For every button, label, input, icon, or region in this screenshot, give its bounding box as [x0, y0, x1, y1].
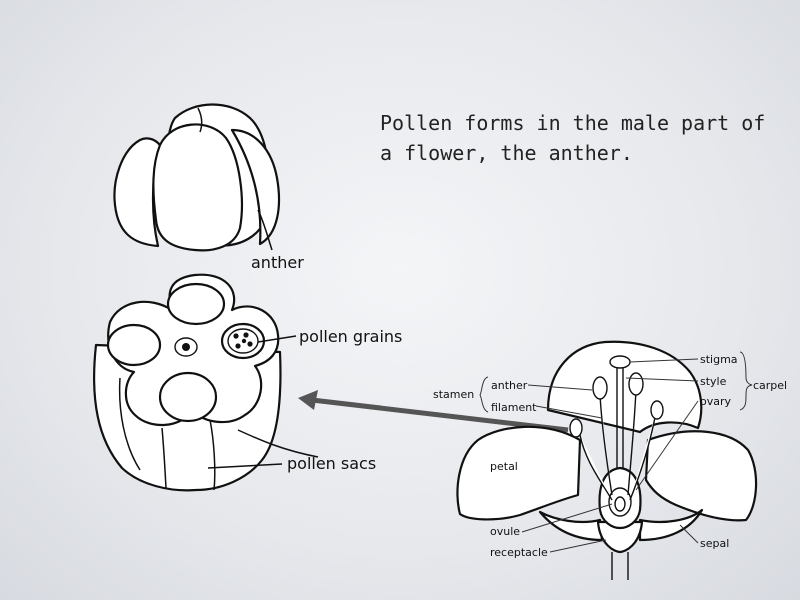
label-anther: anther [251, 253, 304, 272]
label-flower-anther: anther [491, 379, 528, 392]
label-style: style [700, 375, 727, 388]
label-carpel: carpel [753, 379, 787, 392]
label-stamen: stamen [433, 388, 474, 401]
label-ovary: ovary [700, 395, 732, 408]
label-receptacle: receptacle [490, 546, 548, 559]
flower-diagram: stamen anther filament stigma style ovar… [433, 342, 787, 580]
label-pollen-sacs: pollen sacs [287, 454, 376, 473]
label-pollen-grains: pollen grains [299, 327, 402, 346]
label-stigma: stigma [700, 353, 738, 366]
label-sepal: sepal [700, 537, 729, 550]
anther-whole-illustration: anther [114, 105, 304, 273]
label-ovule: ovule [490, 525, 520, 538]
label-petal: petal [490, 460, 518, 473]
anther-cross-section: pollen grains pollen sacs [94, 275, 402, 491]
label-filament: filament [491, 401, 537, 414]
